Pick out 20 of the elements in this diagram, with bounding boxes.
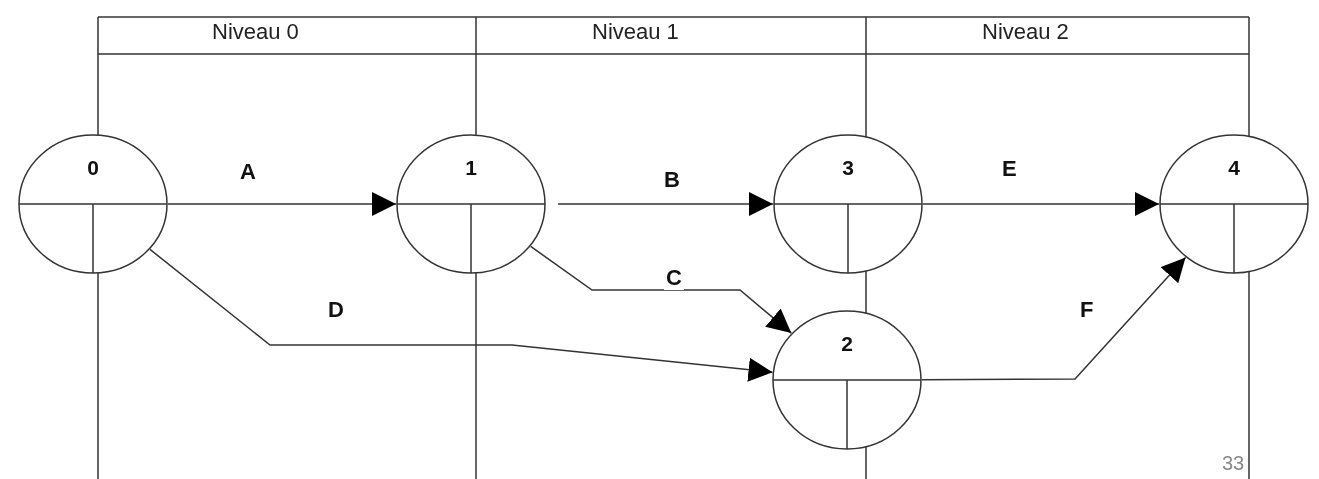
arrow xyxy=(167,192,397,216)
event-number: 2 xyxy=(840,332,854,356)
event-circle xyxy=(773,134,923,274)
column-header: Niveau 1 xyxy=(592,19,679,45)
event-circle xyxy=(772,310,922,450)
event-circle xyxy=(1159,134,1309,274)
event-number: 4 xyxy=(1227,156,1241,180)
column-header: Niveau 2 xyxy=(982,19,1069,45)
arrow xyxy=(149,248,774,382)
page-number: 33 xyxy=(1222,452,1245,475)
event-circle xyxy=(396,134,546,274)
arrow xyxy=(529,245,793,334)
event-circle xyxy=(18,134,168,274)
event-number: 1 xyxy=(464,156,478,180)
arrow xyxy=(921,256,1187,381)
event-number: 3 xyxy=(841,156,855,180)
arrow xyxy=(557,192,774,216)
arrow xyxy=(922,192,1160,216)
event-number: 0 xyxy=(86,156,100,180)
column-header: Niveau 0 xyxy=(212,19,299,45)
